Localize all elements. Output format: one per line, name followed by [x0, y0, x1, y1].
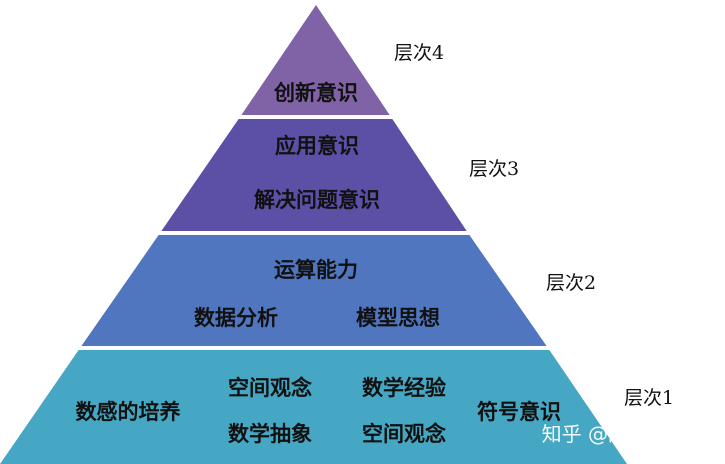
level-label-3: 层次3	[469, 158, 519, 180]
level-label-1: 层次1	[624, 387, 674, 409]
tier-1-item: 数学经验	[362, 375, 446, 400]
tier-3-item: 解决问题意识	[254, 187, 380, 212]
tier-4-item: 创新意识	[273, 80, 358, 105]
watermark-text: 知乎 @战斗鸡奶爸	[542, 422, 708, 446]
tier-3-item: 应用意识	[275, 133, 359, 158]
tier-2-item: 运算能力	[274, 257, 358, 282]
tier-3-band	[160, 117, 468, 233]
tier-2-band	[80, 233, 548, 348]
tier-2-item: 数据分析	[194, 305, 278, 330]
tier-1-band	[0, 348, 627, 464]
tier-2-item: 模型思想	[356, 305, 440, 330]
tier-4-band	[240, 5, 391, 117]
tier-1-item: 空间观念	[362, 421, 446, 446]
tier-1-item: 数感的培养	[76, 399, 181, 424]
level-label-2: 层次2	[546, 272, 596, 294]
level-label-4: 层次4	[394, 42, 444, 64]
tier-1-item: 空间观念	[228, 375, 312, 400]
tier-1-item: 符号意识	[477, 399, 561, 424]
tier-1-item: 数学抽象	[228, 421, 312, 446]
